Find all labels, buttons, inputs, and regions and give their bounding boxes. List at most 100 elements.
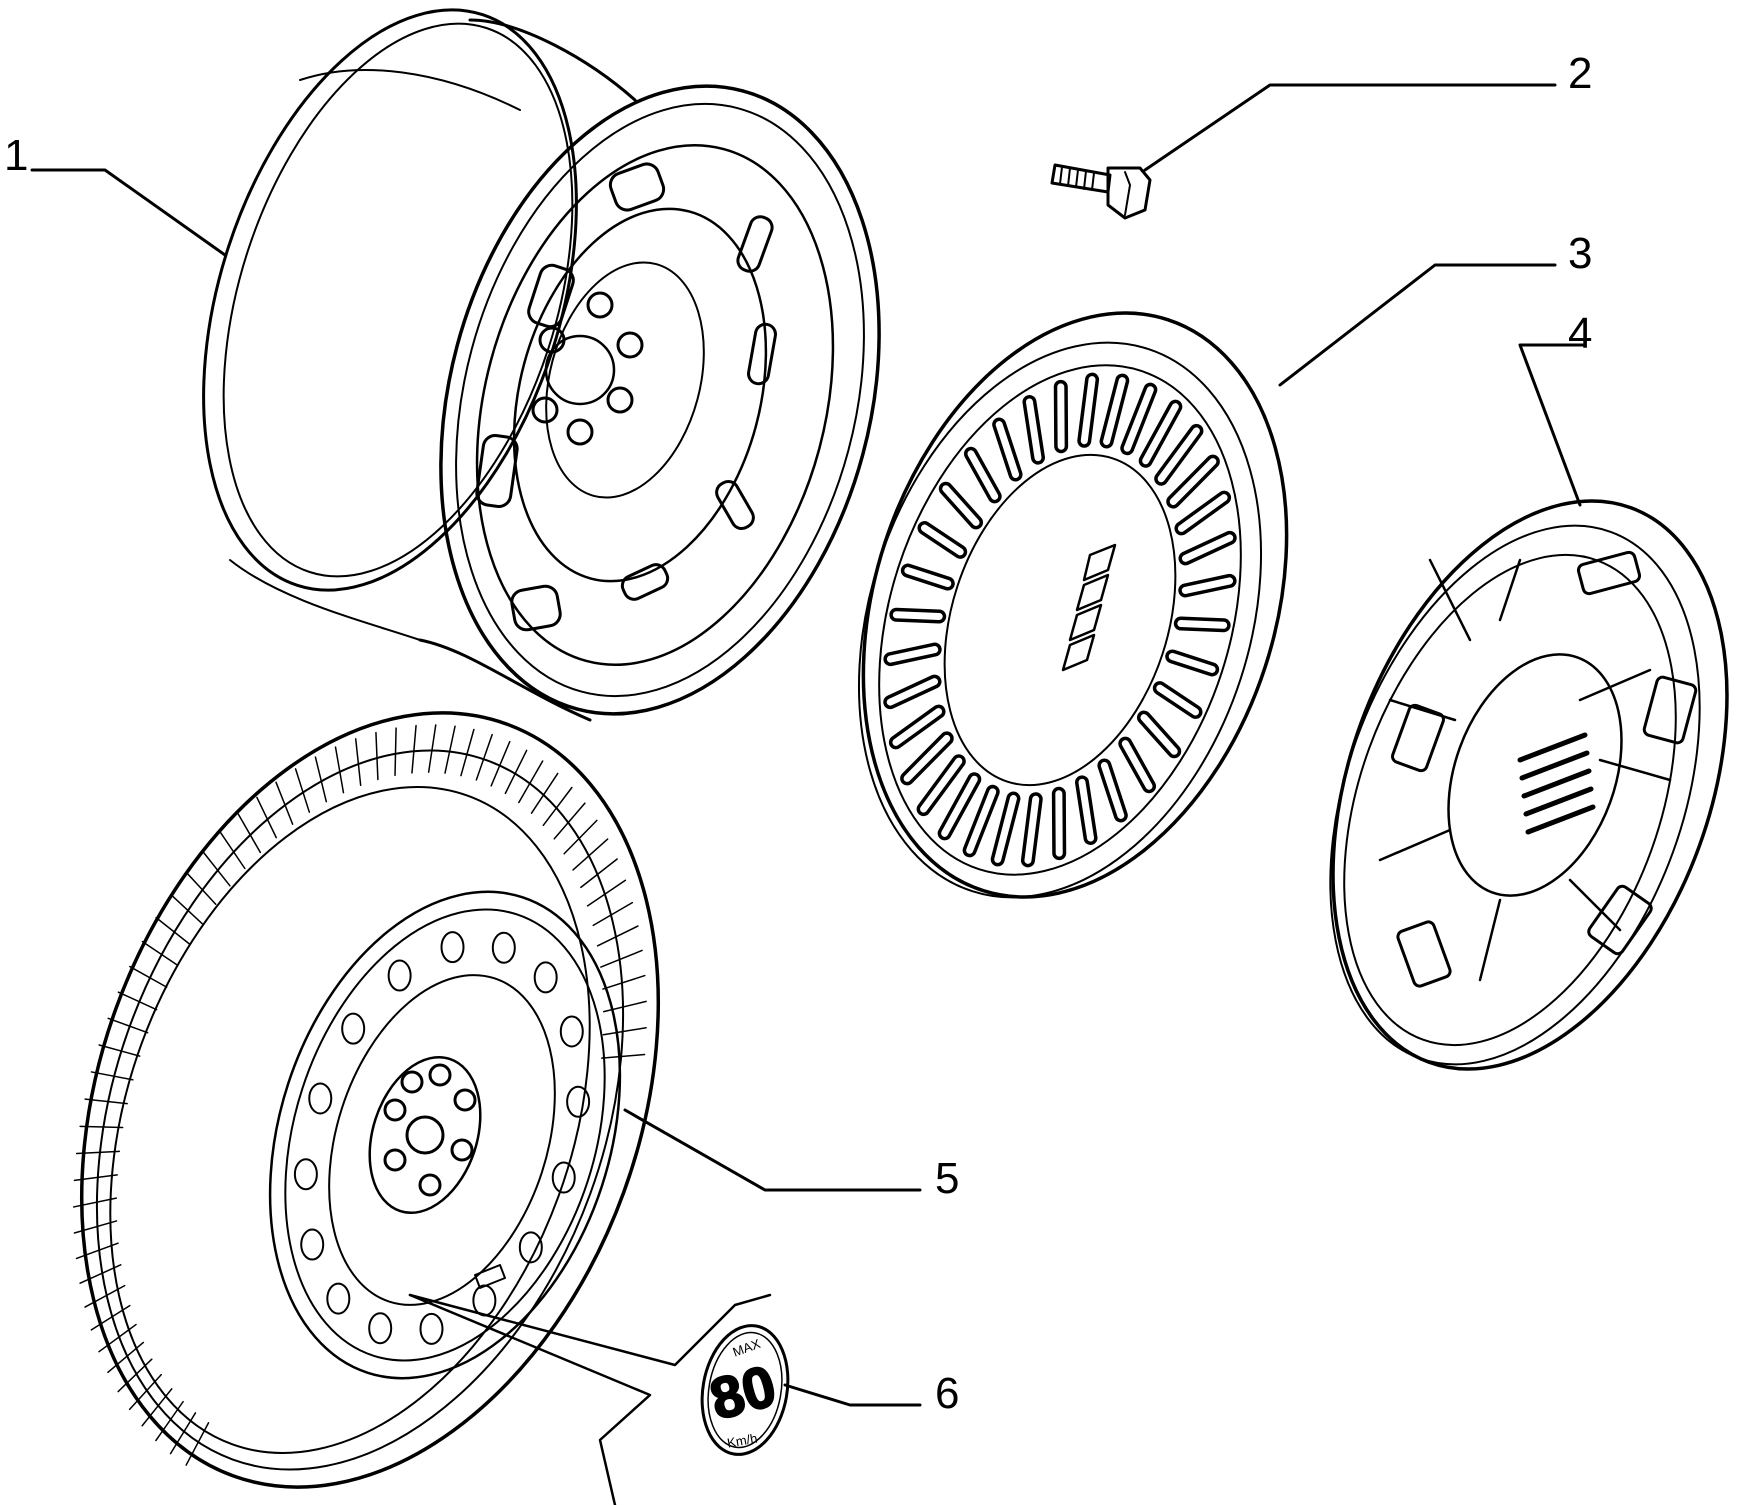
rim-vent-hole — [293, 1158, 318, 1191]
tread-groove — [141, 1388, 173, 1427]
part-1-steel-rim — [202, 8, 881, 722]
trim-slot — [1157, 427, 1200, 483]
trim-slot — [994, 795, 1017, 863]
tread-groove — [602, 974, 646, 990]
tread-groove — [90, 1071, 134, 1081]
tread-groove — [490, 740, 511, 787]
callout-3: 3 — [1568, 229, 1592, 278]
trim-slot — [967, 450, 999, 500]
part-5-tyre-wheel — [72, 711, 661, 1489]
trim-slot — [921, 524, 964, 556]
trim-slot — [1123, 386, 1154, 452]
tread-groove — [603, 1000, 647, 1013]
tread-groove — [600, 949, 643, 968]
tread-groove — [128, 1373, 163, 1411]
trim-slot — [1142, 403, 1179, 465]
trim-slot — [1025, 398, 1042, 462]
trim-slot — [1100, 761, 1125, 819]
trim-slot — [1121, 740, 1153, 790]
tread-groove — [141, 940, 179, 966]
tread-groove — [518, 760, 544, 804]
decal-bracket-lower — [408, 1293, 652, 1505]
trim-slot — [892, 708, 943, 746]
tread-groove — [580, 858, 618, 889]
tread-groove — [155, 1400, 184, 1442]
rim-vent-hole — [472, 1284, 497, 1317]
tread-groove — [601, 1053, 646, 1059]
trim-slot — [903, 734, 951, 782]
decal-unit-text: Km/h — [726, 1431, 758, 1451]
rim-vent-hole — [308, 1082, 333, 1115]
trim-slots — [883, 372, 1237, 868]
trim-slot — [1169, 458, 1217, 506]
trim-slot — [1181, 577, 1234, 594]
rim-vent-hole — [440, 931, 465, 964]
tread-groove — [169, 1412, 197, 1455]
trim-slot — [1177, 620, 1228, 629]
rim-vent-hole — [551, 1161, 576, 1194]
trim-slot — [1024, 795, 1040, 864]
trim-slot — [941, 775, 978, 837]
trim-slot — [1140, 714, 1178, 755]
tread-groove — [256, 796, 278, 839]
rim-vent-hole — [533, 961, 558, 994]
tread-groove — [375, 731, 379, 781]
tread-groove — [185, 1422, 210, 1466]
trim-slot — [892, 611, 943, 620]
tread-groove — [592, 901, 634, 927]
tread-groove — [542, 786, 573, 827]
rim-vent-hole — [326, 1282, 351, 1315]
part-3-slotted-trim — [857, 311, 1289, 899]
leader-line-6 — [783, 1383, 922, 1407]
tread-groove — [84, 1098, 128, 1105]
trim-slot — [1080, 376, 1096, 445]
tread-groove — [314, 756, 328, 803]
rim-vent-hole — [491, 931, 516, 964]
leader-line-2 — [1143, 83, 1557, 172]
tread-groove — [79, 1125, 124, 1129]
rim-vent-hole — [341, 1012, 366, 1045]
tread-groove — [155, 916, 191, 945]
tyre-tread — [72, 724, 647, 1466]
tread-groove — [98, 1323, 137, 1353]
tread-groove — [572, 838, 609, 871]
tread-groove — [73, 1220, 118, 1234]
tread-groove — [75, 1242, 119, 1260]
tread-groove — [596, 925, 639, 947]
leader-line-4 — [1518, 343, 1587, 507]
part-4-hubcap — [1329, 499, 1729, 1071]
trim-slot — [942, 485, 980, 526]
trim-slot — [1103, 377, 1126, 445]
trim-slot — [1182, 534, 1234, 562]
leader-line-5 — [623, 1108, 922, 1192]
rim-vent-hole — [419, 1312, 444, 1345]
rim-vent-hole — [300, 1228, 325, 1261]
leader-line-1 — [30, 168, 227, 257]
tread-groove — [334, 746, 345, 794]
tread-groove — [72, 1197, 118, 1208]
trim-slot — [904, 567, 952, 588]
callout-4: 4 — [1568, 309, 1592, 358]
leader-line-3 — [1278, 263, 1557, 387]
decal-bracket-upper — [408, 1293, 772, 1367]
tread-groove — [553, 802, 586, 840]
tread-groove — [170, 893, 203, 925]
trim-slot — [1168, 652, 1216, 673]
tread-groove — [75, 1150, 121, 1155]
callout-2: 2 — [1568, 49, 1592, 98]
rim-vent-hole — [368, 1312, 393, 1345]
tread-groove — [275, 781, 294, 825]
callout-numbers: 1 2 3 4 5 6 — [4, 49, 1592, 1418]
rim-vent-hole — [566, 1085, 591, 1118]
tread-groove — [84, 1284, 126, 1308]
rim-vent-hole — [559, 1015, 584, 1048]
tread-groove — [444, 725, 456, 774]
callout-5: 5 — [935, 1154, 959, 1203]
trim-slot — [886, 646, 939, 663]
tread-groove — [586, 879, 627, 907]
tread-groove — [107, 1017, 149, 1034]
trim-slot — [886, 678, 938, 706]
part-6-speed-decal: MAX 80 Km/h — [700, 1324, 790, 1456]
